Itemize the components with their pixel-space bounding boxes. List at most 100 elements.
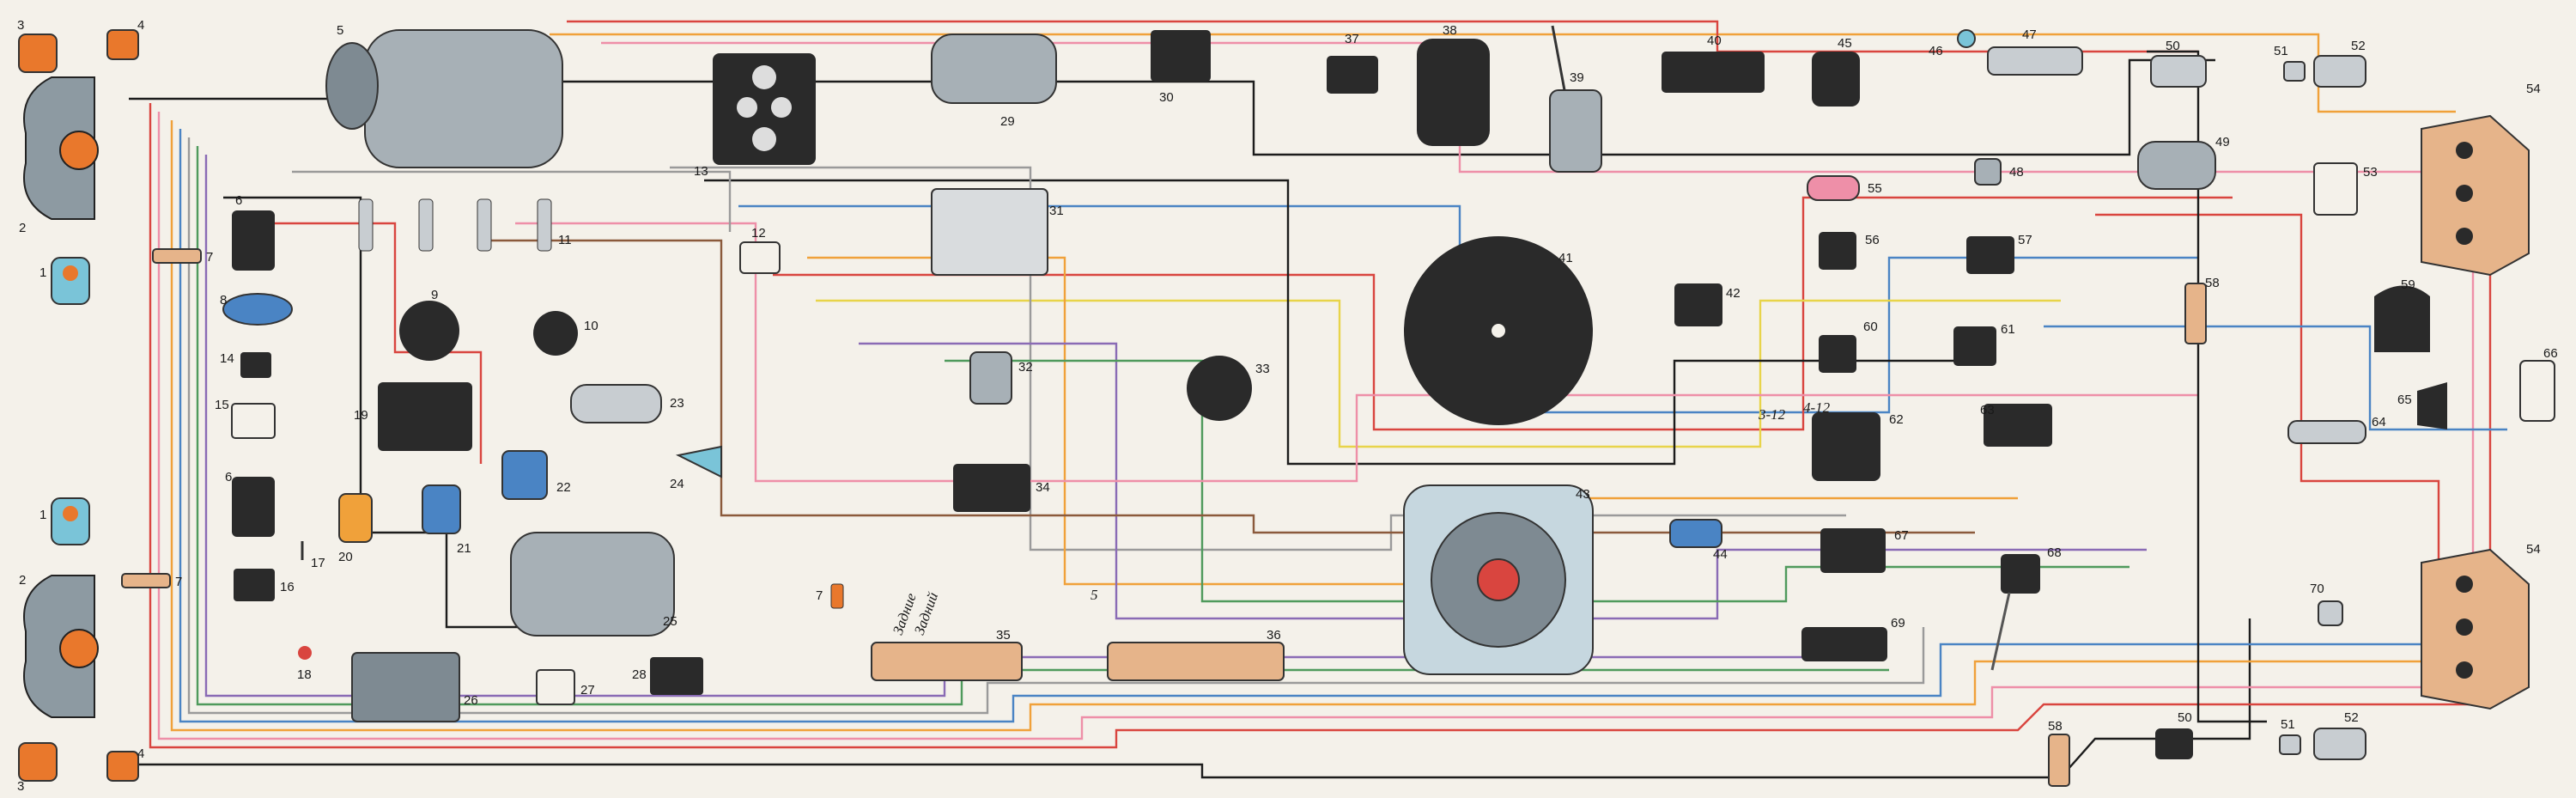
label-51: 51: [2274, 44, 2288, 58]
label-70: 70: [2310, 582, 2324, 596]
headlamp-2-lower-bulb: [59, 629, 99, 668]
lamp-55: [1807, 175, 1860, 201]
label-58: 58: [2205, 276, 2220, 290]
connector-58-top: [2184, 283, 2207, 344]
motor-52-top: [2313, 55, 2366, 88]
switch-57: [1966, 236, 2014, 274]
instrument-cluster-41-center: [1492, 324, 1505, 338]
label-35: 35: [996, 628, 1011, 643]
relay-27: [536, 669, 575, 705]
rear-lamp-54-top-bulb-2: [2456, 185, 2473, 202]
wire-red-mid: [773, 196, 2233, 431]
label-65: 65: [2397, 393, 2412, 407]
turn-lamp-3-lower: [18, 742, 58, 782]
label-4-b: 4: [137, 746, 144, 761]
label-34: 34: [1036, 480, 1050, 495]
label-20: 20: [338, 550, 353, 564]
label-62: 62: [1889, 412, 1904, 427]
wire-red-top: [567, 20, 2198, 53]
fuse-block-36: [1107, 642, 1285, 681]
relay-6-lower: [232, 477, 275, 537]
lamp-47: [1987, 46, 2083, 76]
component-11-spark-plugs: 11: [358, 198, 572, 252]
switch-61: [1953, 326, 1996, 366]
motor-38: [1417, 39, 1490, 146]
label-47: 47: [2022, 27, 2037, 42]
fuse-block-35: [871, 642, 1023, 681]
rear-lamp-54-top-bulb-3: [2456, 228, 2473, 245]
component-1-top: 1: [39, 257, 90, 305]
label-23: 23: [670, 396, 684, 411]
label-3-b: 3: [17, 779, 24, 794]
component-34: 34: [953, 464, 1050, 512]
label-13: 13: [694, 164, 708, 179]
headlamp-2-top: [23, 76, 95, 220]
wire-black-mid: [704, 179, 1975, 466]
label-60: 60: [1863, 320, 1878, 334]
relay-42: [1674, 283, 1722, 326]
label-6: 6: [235, 193, 242, 208]
component-57: 57: [1966, 233, 2032, 274]
label-56: 56: [1865, 233, 1880, 247]
sidelight-1-lower-bulb: [63, 506, 78, 521]
label-7-b: 7: [175, 575, 182, 589]
component-69: 69: [1801, 616, 1905, 661]
label-44: 44: [1713, 547, 1728, 562]
switch-48: [1974, 158, 2002, 186]
component-18: 18: [297, 646, 312, 682]
switch-37: [1327, 56, 1378, 94]
relay-16: [234, 569, 275, 601]
component-50-lower: 50: [2155, 710, 2193, 759]
wire-blue-long: [179, 129, 2439, 723]
sender-22: [501, 450, 548, 500]
motor-50-top: [2150, 55, 2207, 88]
component-53: 53: [2313, 162, 2378, 216]
component-44: 44: [1669, 519, 1728, 562]
label-7: 7: [206, 250, 213, 265]
label-28: 28: [632, 667, 647, 682]
label-69: 69: [1891, 616, 1905, 630]
component-12: 12: [739, 226, 781, 274]
component-31: 31: [931, 188, 1064, 276]
rear-lamp-54-lower: [2421, 548, 2530, 710]
switch-block-69: [1801, 627, 1887, 661]
fuel-sender-59: [2374, 285, 2430, 352]
component-3-lower: 3: [17, 742, 58, 794]
component-58-top: 58: [2184, 276, 2220, 344]
connector-12: [739, 241, 781, 274]
heater-43-hub: [1477, 558, 1520, 601]
switch-39: [1549, 89, 1602, 173]
switch-56: [1819, 232, 1856, 270]
lamp-46: [1957, 29, 1976, 48]
label-21: 21: [457, 541, 471, 556]
spark-plug-2: [418, 198, 434, 252]
component-39: 39: [1549, 25, 1602, 173]
label-52: 52: [2351, 39, 2366, 53]
label-51-b: 51: [2281, 717, 2295, 732]
headlamp-2-lower: [23, 575, 95, 718]
label-2: 2: [19, 221, 26, 235]
label-63: 63: [1980, 403, 1995, 417]
generator-5-pulley: [325, 42, 379, 130]
lamp-65: [2417, 382, 2447, 429]
component-46: 46: [1929, 29, 1976, 58]
label-1: 1: [39, 265, 46, 280]
component-65: 65: [2397, 382, 2447, 429]
starter-25: [510, 532, 675, 637]
headlamp-2-top-bulb: [59, 131, 99, 170]
component-7-top: 7: [152, 248, 213, 265]
label-22: 22: [556, 480, 571, 495]
label-5: 5: [337, 23, 343, 38]
component-32: 32: [969, 351, 1033, 405]
component-61: 61: [1953, 322, 2015, 366]
label-14: 14: [220, 351, 234, 366]
relay-6-top: [232, 210, 275, 271]
plate-lamp-66: [2519, 360, 2555, 422]
component-30: 30: [1151, 30, 1211, 105]
switch-60: [1819, 335, 1856, 373]
component-60: 60: [1819, 320, 1878, 373]
component-17: 17: [301, 541, 325, 570]
label-8: 8: [220, 293, 227, 308]
sensor-8: [222, 293, 293, 326]
